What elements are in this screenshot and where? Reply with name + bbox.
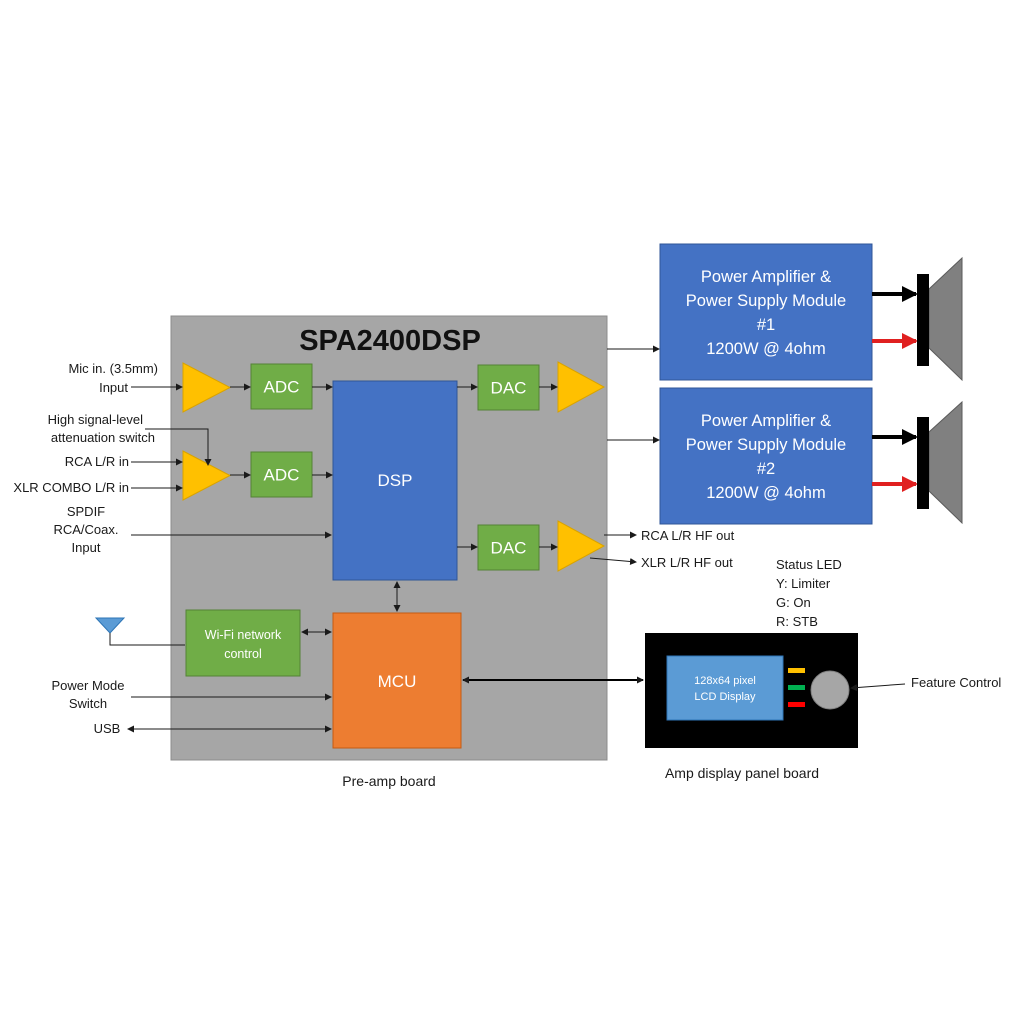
adc-1-label: ADC: [264, 378, 300, 397]
xlr-hf-out-label: XLR L/R HF out: [641, 555, 733, 570]
lcd-display: [666, 655, 784, 721]
mcu-label: MCU: [378, 672, 417, 691]
spdif-label-line1: SPDIF: [67, 504, 105, 519]
spdif-label-line2: RCA/Coax.: [53, 522, 118, 537]
power-amp-2-line2: Power Supply Module: [686, 436, 847, 454]
power-amp-1-line1: Power Amplifier &: [701, 268, 831, 286]
mcu-block: [332, 612, 462, 749]
preamp-title: SPA2400DSP: [299, 325, 481, 357]
power-amp-2-line4: 1200W @ 4ohm: [706, 484, 825, 502]
output-amplifier-2: [557, 520, 606, 572]
dac-2-block: [477, 524, 540, 571]
dsp-label: DSP: [378, 471, 413, 490]
adc-1-block: [250, 363, 313, 410]
wifi-control-block: [185, 609, 301, 677]
feature-control-label: Feature Control: [911, 675, 1001, 690]
dac-1-label: DAC: [491, 379, 527, 398]
dac-1-block: [477, 364, 540, 411]
power-amp-2-line1: Power Amplifier &: [701, 412, 831, 430]
status-led-green-label: G: On: [776, 595, 811, 610]
power-amp-2-block: [659, 387, 873, 525]
lcd-label-line1: 128x64 pixel: [694, 675, 756, 687]
feature-control-knob: [810, 670, 850, 710]
antenna-icon: [94, 617, 185, 646]
wifi-label-line1: Wi-Fi network: [205, 628, 282, 642]
adc-2-label: ADC: [264, 466, 300, 485]
attenuation-label-line2: attenuation switch: [51, 430, 155, 445]
rca-hf-out-label: RCA L/R HF out: [641, 528, 735, 543]
lcd-label-line2: LCD Display: [694, 691, 756, 703]
attenuation-switch-line: [145, 428, 212, 466]
status-led-red-label: R: STB: [776, 614, 818, 629]
rca-input-label: RCA L/R in: [65, 454, 129, 469]
preamp-connectors: [230, 383, 558, 636]
power-amp-1-line2: Power Supply Module: [686, 292, 847, 310]
mic-input-label-line2: Input: [99, 380, 128, 395]
mic-amplifier: [182, 362, 232, 413]
preamp-caption: Pre-amp board: [342, 773, 435, 789]
led-yellow: [788, 668, 805, 673]
spdif-label-line3: Input: [72, 540, 101, 555]
mic-input-label-line1: Mic in. (3.5mm): [68, 361, 158, 376]
power-amp-2-line3: #2: [757, 460, 775, 478]
wifi-label-line2: control: [224, 647, 262, 661]
usb-label: USB: [94, 721, 121, 736]
led-red: [788, 702, 805, 707]
power-amp-1-line3: #1: [757, 316, 775, 334]
dsp-block: [332, 380, 458, 581]
power-amp-1-block: [659, 243, 873, 381]
power-mode-label-line1: Power Mode: [52, 678, 125, 693]
speaker-1-icon: [917, 256, 963, 382]
dac-2-label: DAC: [491, 539, 527, 558]
xlr-hf-out-line: [589, 557, 637, 565]
status-led-yellow-label: Y: Limiter: [776, 576, 831, 591]
attenuation-label-line1: High signal-level: [48, 412, 143, 427]
power-mode-label-line2: Switch: [69, 696, 107, 711]
xlr-input-label: XLR COMBO L/R in: [13, 480, 129, 495]
adc-2-block: [250, 451, 313, 498]
display-panel-caption: Amp display panel board: [665, 765, 819, 781]
feature-control-line: [850, 683, 906, 692]
power-amp-1-line4: 1200W @ 4ohm: [706, 340, 825, 358]
output-amplifier-1: [557, 361, 606, 413]
status-led-title: Status LED: [776, 557, 842, 572]
speaker-2-icon: [917, 400, 963, 525]
led-green: [788, 685, 805, 690]
